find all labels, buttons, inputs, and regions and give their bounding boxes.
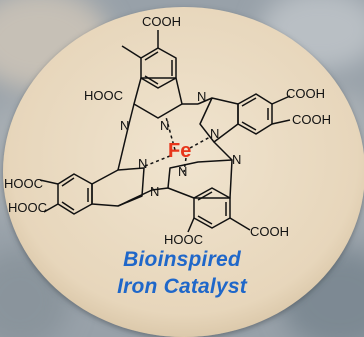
nitrogen-label: N	[210, 126, 219, 141]
substituent-label: HOOC	[4, 176, 43, 191]
nitrogen-label: N	[197, 89, 206, 104]
nitrogen-label: N	[178, 164, 187, 179]
substituent-label: HOOC	[8, 200, 47, 215]
nitrogen-label: N	[232, 152, 241, 167]
substituent-label: COOH	[292, 112, 331, 127]
substituent-label: HOOC	[84, 88, 123, 103]
caption-line-2: Iron Catalyst	[117, 275, 247, 298]
nitrogen-label: N	[120, 118, 129, 133]
molecule-labels: COOH HOOC COOH COOH HOOC HOOC HOOC COOH …	[4, 14, 331, 247]
molecule-bonds	[39, 30, 291, 233]
nitrogen-label: N	[138, 156, 147, 171]
substituent-label: HOOC	[164, 232, 203, 247]
substituent-label: COOH	[142, 14, 181, 29]
iron-center: Fe	[168, 140, 191, 162]
caption-line-1: Bioinspired	[123, 248, 241, 271]
substituent-label: COOH	[286, 86, 325, 101]
nitrogen-label: N	[150, 184, 159, 199]
badge-disc	[3, 7, 364, 337]
substituent-label: COOH	[250, 224, 289, 239]
nitrogen-label: N	[160, 118, 169, 133]
